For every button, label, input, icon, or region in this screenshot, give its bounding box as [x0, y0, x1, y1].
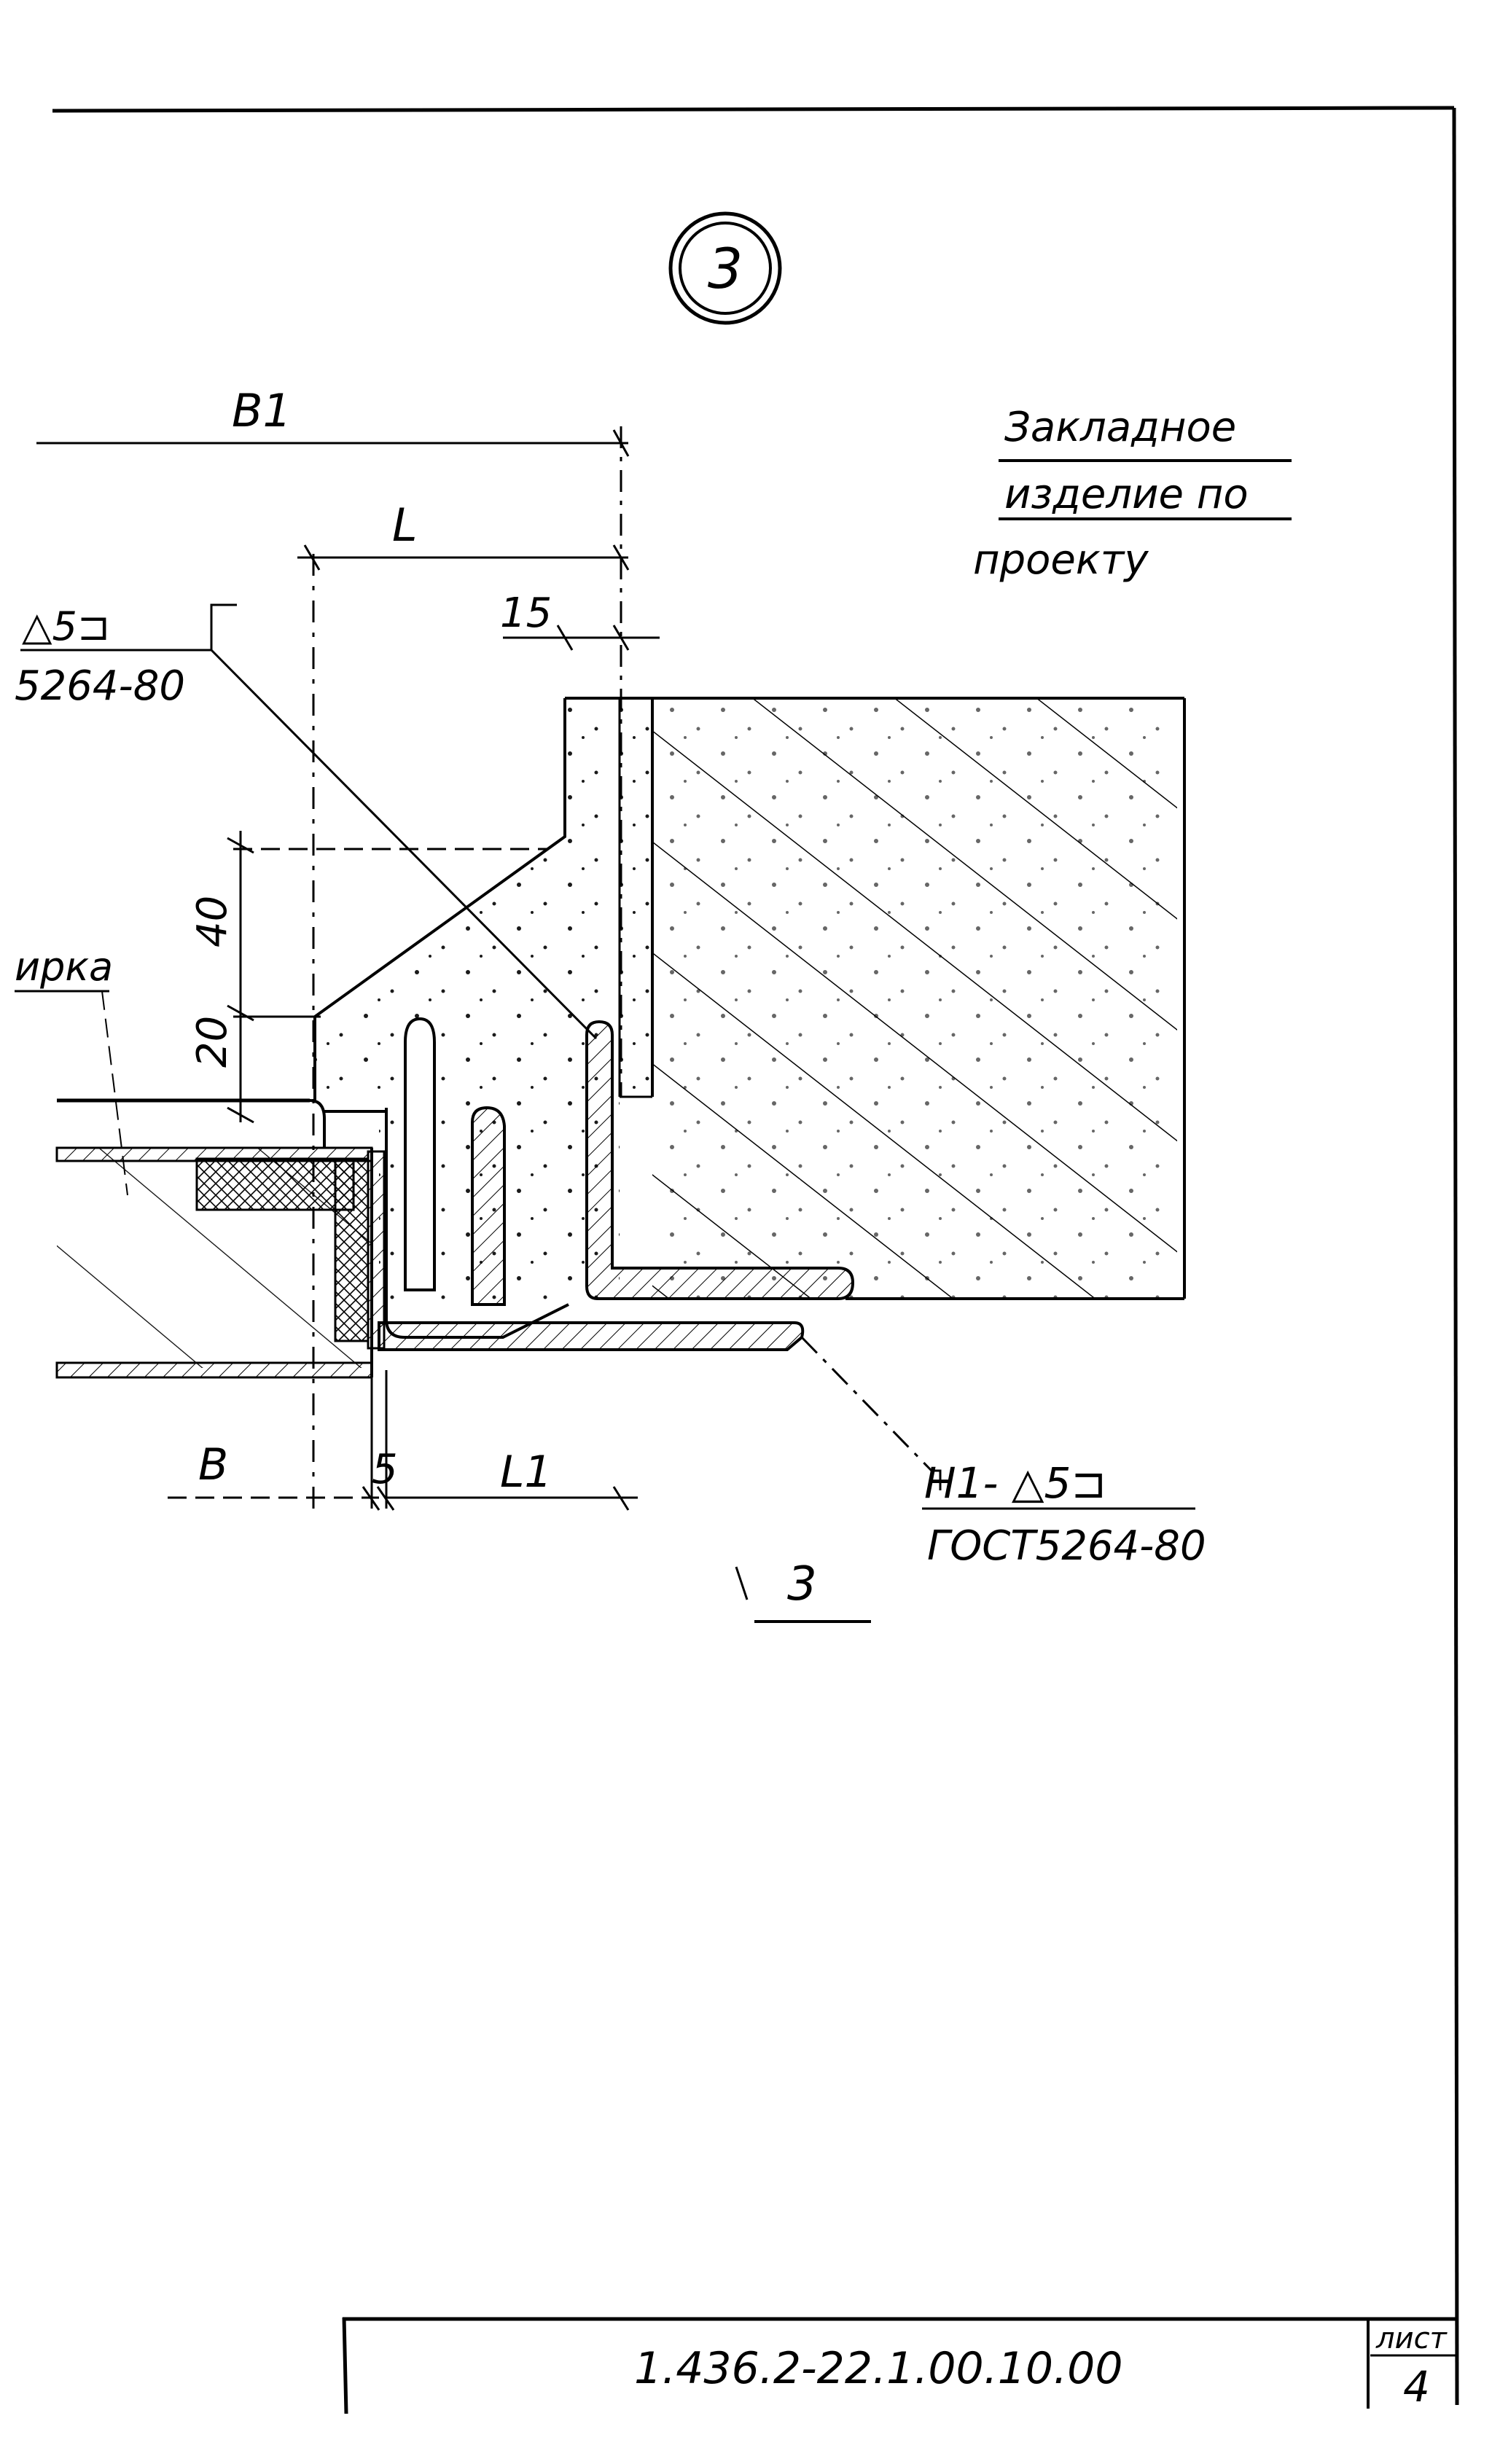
section-mark: 3 [735, 1557, 871, 1623]
drawing-code: 1.436.2-22.1.00.10.00 [634, 2343, 1123, 2394]
title-block: 1.436.2-22.1.00.10.00 лист 4 [342, 2317, 1458, 2414]
weld-left-standard: 5264-80 [15, 662, 185, 710]
sheet-number: 4 [1403, 2362, 1430, 2412]
weld-left-symbol: △5⊐ [22, 603, 110, 649]
note-line-3: проекту [973, 536, 1149, 584]
dimension-40-label: 40 [189, 896, 236, 947]
note-line-2: изделие по [1004, 471, 1249, 518]
dimension-l1-label: L1 [500, 1447, 552, 1498]
dimension-15-label: 15 [500, 590, 552, 637]
dimension-b-label: B [198, 1439, 228, 1490]
dimension-bottom: B 5 L1 [168, 1370, 638, 1511]
embedded-item-note: Закладное изделие по проекту [973, 404, 1292, 584]
bottom-plate [378, 1321, 805, 1351]
detail-marker-number: 3 [708, 236, 743, 301]
steel-angle [585, 1020, 855, 1300]
weld-callout-left: △5⊐ 5264-80 [15, 603, 598, 1040]
sheet-frame [52, 106, 1459, 2406]
concrete-wall [565, 697, 1186, 1300]
left-label-text: ирка [15, 944, 113, 990]
mortar-fill [313, 698, 652, 1305]
weld-callout-right: H1- △5⊐ ГОСТ5264-80 [800, 1336, 1206, 1570]
weld-right-standard: ГОСТ5264-80 [927, 1522, 1206, 1570]
left-label: ирка [15, 944, 128, 1196]
sheet-label: лист [1375, 2322, 1448, 2355]
dimension-b1-label: B1 [232, 384, 292, 437]
detail-marker: 3 [668, 211, 782, 325]
dimension-l-label: L [392, 498, 418, 552]
note-line-1: Закладное [1004, 404, 1236, 451]
inner-fins [385, 1017, 569, 1339]
insulation-layer [195, 1150, 386, 1350]
dimension-vertical: 40 20 [189, 831, 547, 1124]
weld-right-symbol: H1- △5⊐ [924, 1458, 1106, 1508]
dimension-5-label: 5 [372, 1446, 398, 1493]
dimension-20-label: 20 [189, 1016, 236, 1068]
dimension-15: 15 [500, 590, 660, 651]
section-mark-number: 3 [787, 1557, 817, 1611]
